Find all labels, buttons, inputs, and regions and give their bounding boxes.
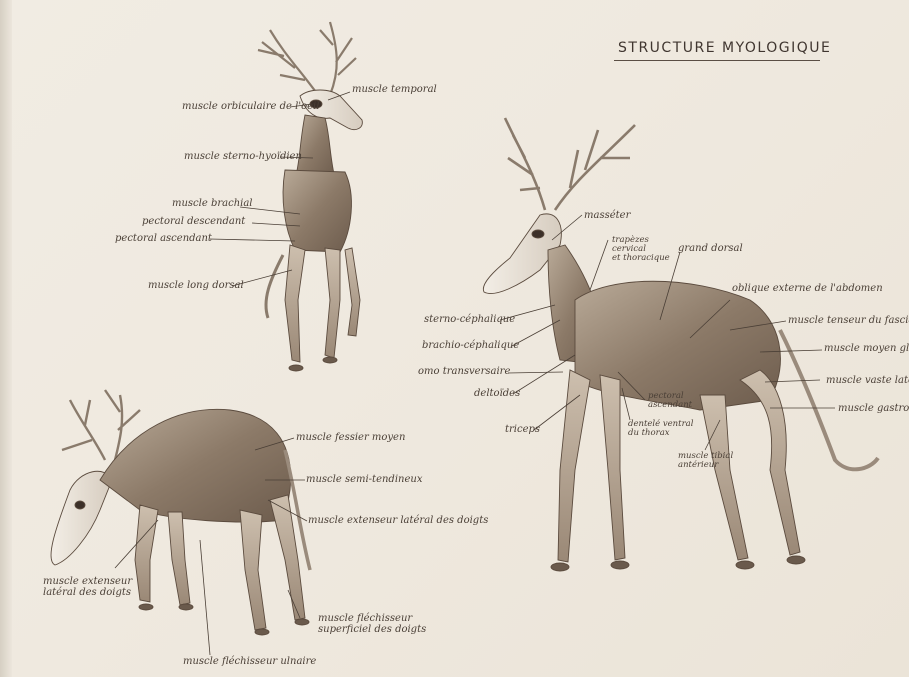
label-longissimus: muscle long dorsal [148, 280, 244, 291]
label-sterno-cephalic: sterno-céphalique [424, 314, 515, 325]
front-deer [258, 22, 362, 371]
label-trapezius: trapèzes cervical et thoracique [612, 236, 670, 263]
side-front-leg-left [558, 370, 590, 562]
label-pectoral-ascendant: pectoral ascendant [115, 233, 212, 244]
front-antler-right [320, 22, 356, 95]
label-pectoral-descendant: pectoral descendant [142, 216, 245, 227]
front-neck [296, 115, 335, 178]
side-antler-left [505, 118, 545, 210]
side-front-leg-right [600, 375, 625, 560]
label-oblique: oblique externe de l'abdomen [732, 283, 883, 294]
label-flexor-ulnar: muscle fléchisseur ulnaire [183, 656, 316, 667]
grazing-skull [51, 471, 112, 565]
label-flexor-superficial: muscle fléchisseur superficiel des doigt… [318, 613, 426, 635]
label-tensor-fascia: muscle tenseur du fascia lata [788, 315, 909, 326]
side-antler-right [555, 125, 635, 210]
side-hind-leg-left [700, 395, 748, 560]
label-vastus: muscle vaste latéral [826, 375, 909, 386]
front-hind-leg [345, 248, 360, 336]
grazing-body [100, 409, 291, 522]
grazing-deer [51, 390, 310, 635]
label-gastrocnemius: muscle gastrocnémien [838, 403, 909, 414]
front-leg-right [325, 248, 340, 358]
front-antler-left [258, 30, 318, 95]
label-omo-transverse: omo transversaire [418, 366, 510, 377]
label-extensor-lateral-right: muscle extenseur latéral des doigts [308, 515, 488, 526]
label-gluteus-grazing: muscle fessier moyen [296, 432, 405, 443]
label-brachial: muscle brachial [172, 198, 253, 209]
front-tail [266, 255, 283, 318]
label-temporal: muscle temporal [352, 84, 437, 95]
label-orbicular: muscle orbiculaire de l'oeil [182, 101, 319, 112]
grazing-front-leg-right [168, 512, 190, 605]
label-tibial: muscle tibial antérieur [678, 452, 733, 470]
label-gluteus: muscle moyen glutéal [824, 343, 909, 354]
front-leg-left [285, 245, 305, 362]
label-grand-dorsal: grand dorsal [678, 243, 743, 254]
front-chest [283, 170, 351, 252]
label-masseter: masséter [584, 210, 630, 221]
title-underline [614, 60, 820, 61]
label-extensor-lateral-left: muscle extenseur latéral des doigts [43, 576, 132, 598]
label-sterno-hyoid: muscle sterno-hyoïdien [184, 151, 302, 162]
label-triceps: triceps [505, 424, 540, 435]
page-title: STRUCTURE MYOLOGIQUE [618, 40, 831, 56]
grazing-antler-left [62, 400, 105, 460]
label-serratus: dentelé ventral du thorax [628, 420, 693, 438]
grazing-front-leg-left [135, 505, 158, 602]
label-deltoid: deltoïdes [474, 388, 520, 399]
side-deer [483, 118, 878, 571]
label-brachio-cephalic: brachio-céphalique [422, 340, 519, 351]
grazing-hind-leg-left [240, 510, 266, 630]
label-semi-tendinous: muscle semi-tendineux [306, 474, 422, 485]
label-pectoral-ascendant-side: pectoral ascendant [648, 392, 692, 410]
